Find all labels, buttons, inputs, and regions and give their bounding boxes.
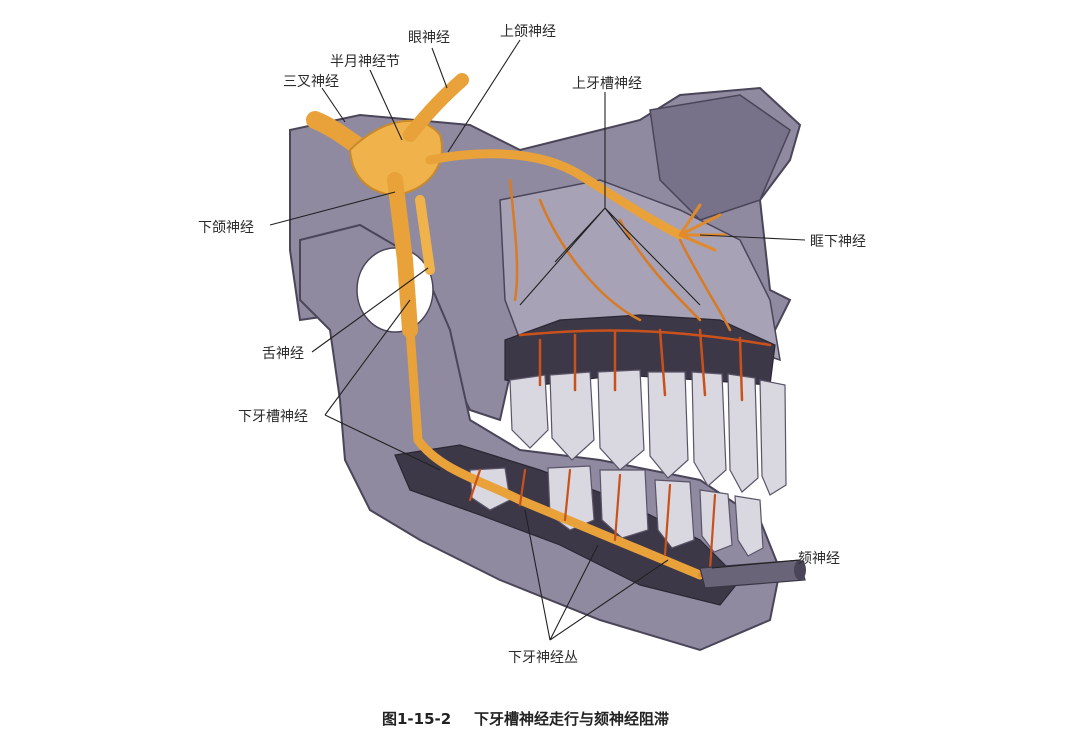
leader-mandibular [269,191,396,226]
leader-maxillary [447,39,521,153]
label-maxillary: 上颌神经 [500,24,556,40]
lower-dental-plexus [468,468,717,572]
label-superior-alveolar: 上牙槽神经 [572,76,642,92]
label-inferior-dental-plexus: 下牙神经丛 [508,650,578,666]
leader-semilunar [369,69,403,141]
lingual-nerve [415,195,435,275]
ophthalmic-nerve [403,73,469,142]
label-lingual: 舌神经 [262,346,304,362]
upper-teeth [509,369,787,496]
leader-inferior-alveolar [324,299,441,471]
maxilla [499,179,781,362]
nerves [306,73,792,580]
label-mental: 颏神经 [798,551,840,567]
labels: 眼神经 上颌神经 半月神经节 三叉神经 上牙槽神经 下颌神经 眶下神经 舌神经 … [198,24,866,666]
label-infraorbital: 眶下神经 [810,234,866,250]
label-trigeminal: 三叉神经 [283,74,339,90]
label-inferior-alveolar: 下牙槽神经 [238,409,308,425]
leader-ophthalmic [431,47,448,89]
leader-trigeminal [321,87,346,123]
leader-lingual [311,267,429,353]
label-mandibular: 下颌神经 [198,220,254,236]
semilunar-ganglion-shape [349,119,443,196]
superior-alveolar-branches [508,178,732,332]
leader-inferior-dental-plexus [524,509,669,641]
maxillary-nerve [425,149,685,240]
leader-infraorbital [699,234,806,241]
figure-caption: 图1-15-2 下牙槽神经走行与颏神经阻滞 [382,710,669,728]
leader-mental [711,559,801,569]
caption-figure-number: 图1-15-2 [382,710,451,728]
caption-title: 下牙槽神经走行与颏神经阻滞 [474,710,669,728]
orbit-region [649,94,791,221]
mandibular-nerve [387,172,418,338]
leader-lines [269,39,806,641]
label-ophthalmic: 眼神经 [408,30,450,46]
label-semilunar-ganglion: 半月神经节 [330,54,400,70]
upper-dental-plexus [518,328,772,402]
leader-superior-alveolar [519,92,701,306]
